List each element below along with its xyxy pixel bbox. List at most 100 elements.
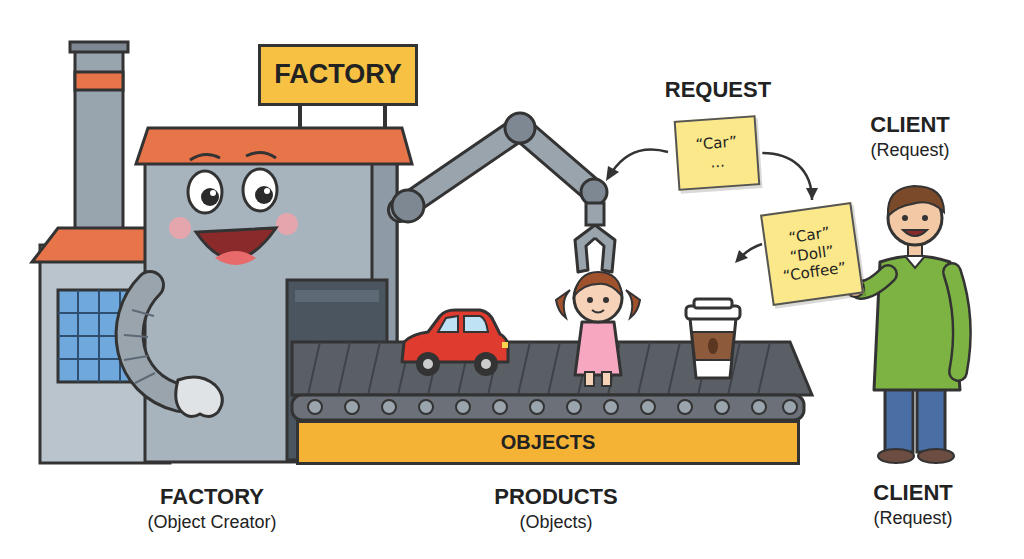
doll-part: [575, 322, 621, 375]
client-person-part: [905, 256, 925, 268]
coffee-cup-part: [708, 338, 718, 354]
client-person: [846, 186, 962, 463]
conveyor-belt-part-part: [456, 400, 470, 414]
conveyor-band: OBJECTS: [296, 420, 800, 465]
section-title: CLIENT: [870, 112, 949, 138]
doll: [556, 272, 640, 386]
conveyor-belt-part-part: [345, 400, 359, 414]
doll-part: [602, 372, 611, 386]
factory-face-part: [215, 251, 256, 265]
robotic-arm-part: [595, 225, 615, 272]
arrowhead-part: [606, 166, 619, 181]
client-person-part: [952, 272, 962, 372]
conveyor-belt-part-part: [604, 400, 618, 414]
toy-car-part: [416, 352, 440, 376]
client-person-part: [902, 215, 908, 221]
factory-building-part: [295, 290, 379, 302]
node-text: FACTORY: [274, 58, 402, 92]
factory-face-part: [255, 186, 273, 204]
toy-car: [402, 310, 508, 376]
request-note: “Car” ...: [674, 115, 761, 191]
robotic-arm-part: [400, 128, 592, 210]
chimney: [70, 42, 128, 248]
subtitle: (Request): [870, 140, 949, 161]
hose-arm-part: [124, 310, 155, 383]
conveyor-belt-part-part: [641, 400, 655, 414]
section-title: FACTORY: [160, 484, 264, 510]
client-person-part: [922, 215, 928, 221]
client-person-part: [952, 272, 962, 372]
robotic-arm: [392, 113, 615, 272]
hose-arm-part: [176, 377, 223, 417]
doll-part: [556, 290, 570, 318]
robotic-arm-part: [505, 113, 535, 143]
doll-part: [603, 297, 609, 303]
request-arrow-part: [742, 244, 762, 256]
conveyor-belt-part-part: [715, 400, 729, 414]
conveyor-belt-part-part: [567, 400, 581, 414]
toy-car-part: [474, 352, 498, 376]
client-person-part: [878, 449, 914, 463]
hose-arm: [124, 285, 222, 417]
client-person-part: [918, 449, 954, 463]
request-arrow-part: [612, 150, 668, 173]
chimney-part: [75, 72, 123, 90]
section-title: REQUEST: [665, 77, 771, 103]
robotic-arm-part: [575, 225, 595, 272]
chimney-part: [75, 48, 123, 248]
toy-car-part: [502, 342, 508, 348]
factory-face-part: [201, 188, 219, 206]
subtitle: (Object Creator): [147, 512, 276, 533]
doll-part: [585, 372, 594, 386]
factory-face-part: [276, 213, 298, 235]
client-person-part: [885, 382, 913, 452]
coffee-cup-part: [690, 318, 736, 378]
coffee-cup-part: [692, 332, 734, 360]
section-title: PRODUCTS: [494, 484, 617, 510]
conveyor-belt-part-part: [752, 400, 766, 414]
client-person-part: [917, 382, 945, 452]
conveyor-belt-part-part: [530, 400, 544, 414]
factory-building-part: [136, 128, 412, 164]
section-title: CLIENT: [873, 480, 952, 506]
robotic-arm-part: [581, 179, 607, 205]
conveyor-belt-part: [308, 400, 797, 414]
conveyor-belt-part-part: [308, 400, 322, 414]
factory-face-part: [264, 188, 270, 194]
curved-arrow: [762, 153, 818, 200]
coffee-cup: [686, 299, 740, 378]
conveyor-belt-part-part: [419, 400, 433, 414]
factory-sign: FACTORY: [258, 44, 418, 106]
robotic-arm-part: [392, 190, 424, 222]
conveyor-belt-part: [292, 395, 804, 420]
toy-car-part: [438, 316, 488, 332]
factory-face-part: [169, 217, 191, 239]
subtitle: (Request): [873, 508, 952, 529]
node-text: “Car” ...: [692, 133, 742, 174]
connector-line: [762, 153, 812, 200]
node-text: “Car” “Doll” “Coffee”: [774, 221, 849, 286]
doll-part: [574, 272, 622, 296]
robotic-arm-part: [400, 128, 592, 210]
coffee-cup-part: [694, 299, 732, 308]
factory-face-part: [190, 152, 276, 160]
client-person-part: [888, 186, 944, 216]
factory-face-part: [210, 190, 216, 196]
arrowhead: [806, 188, 818, 200]
doll-part: [592, 310, 604, 313]
factory-face-part: [243, 169, 277, 211]
request-note: “Car” “Doll” “Coffee”: [760, 202, 864, 306]
chimney-part: [70, 42, 128, 52]
arrowhead-part: [735, 250, 748, 263]
conveyor-belt-part-part: [382, 400, 396, 414]
robotic-arm-part: [586, 203, 604, 225]
conveyor-belt-part-part: [783, 400, 797, 414]
client-person-part: [903, 230, 927, 236]
factory-face-part: [188, 171, 222, 213]
factory-face: [169, 152, 298, 265]
doll-part: [587, 297, 593, 303]
conveyor-belt-part-part: [493, 400, 507, 414]
